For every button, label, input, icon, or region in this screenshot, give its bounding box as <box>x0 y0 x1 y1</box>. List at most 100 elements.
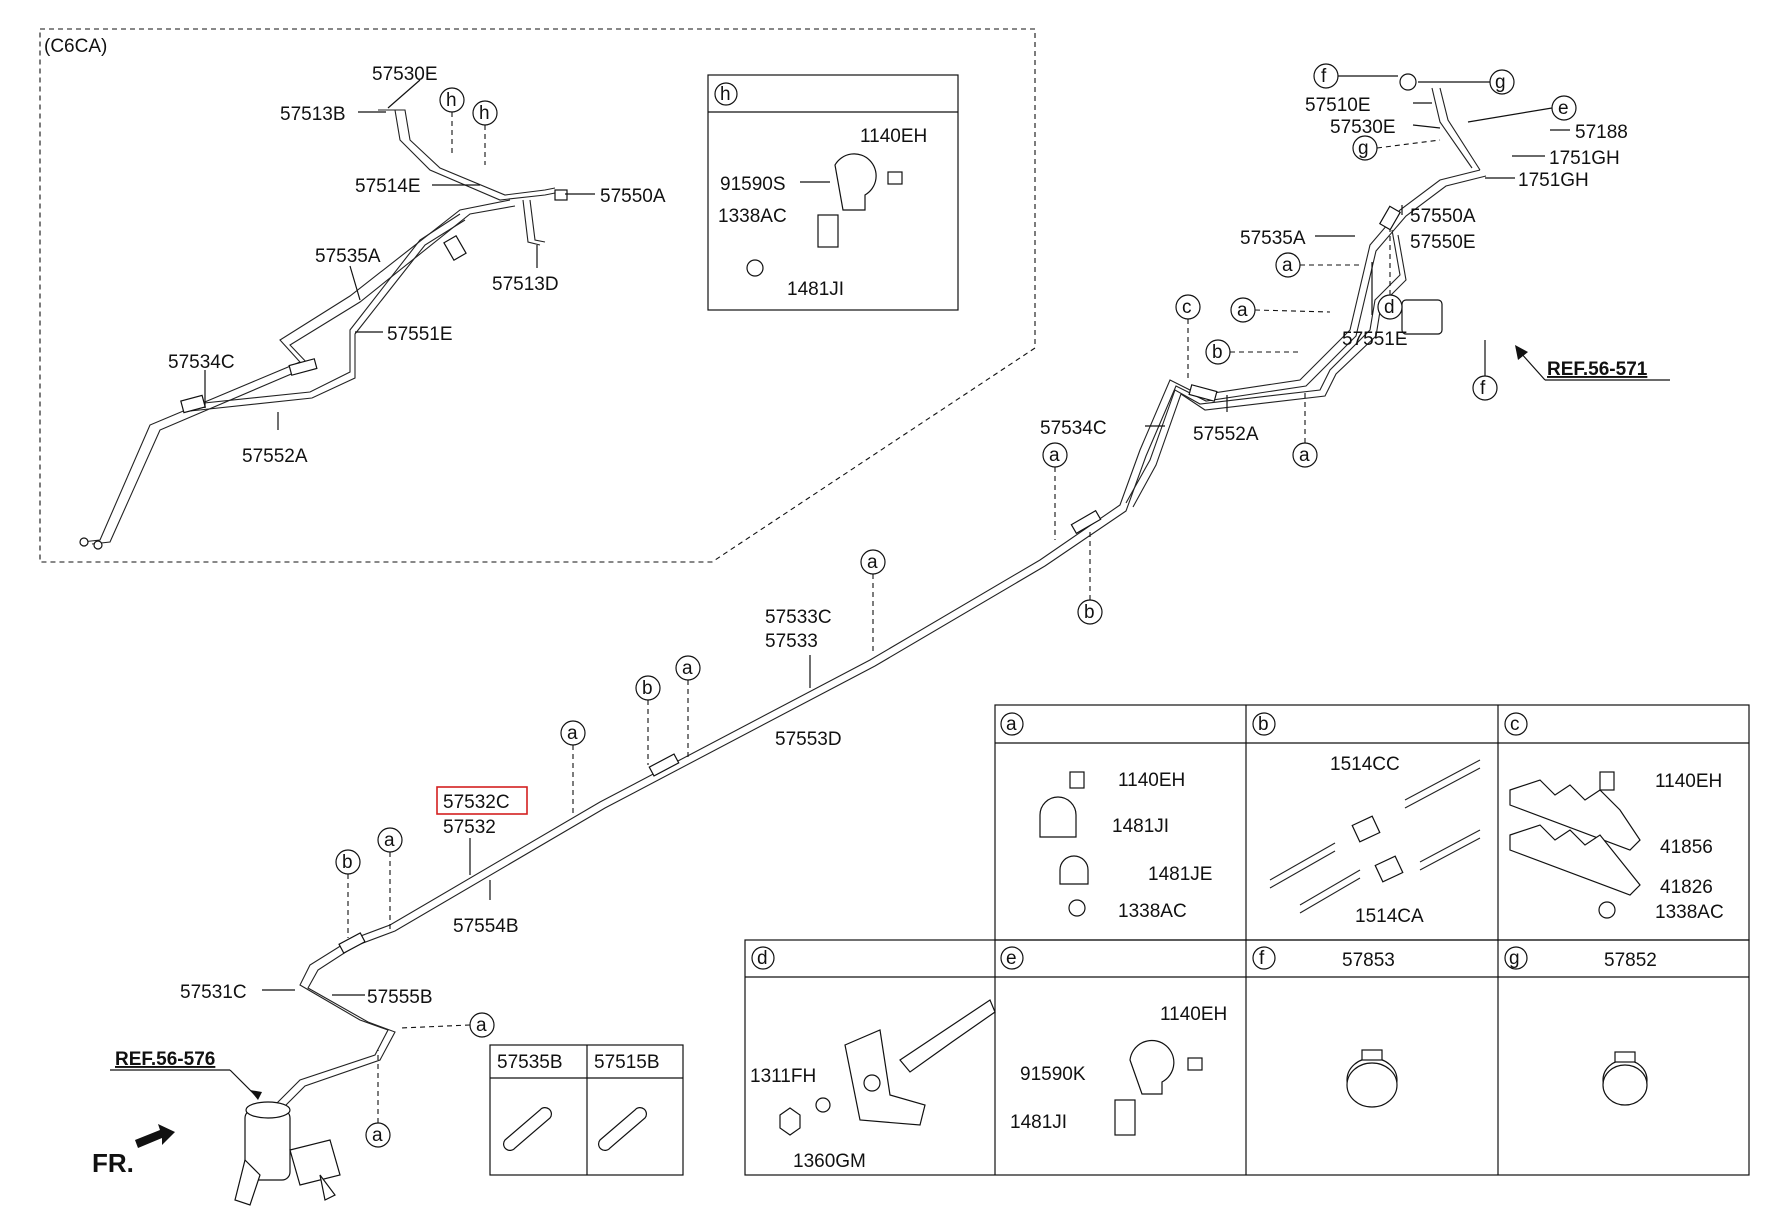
front-label: FR. <box>92 1148 134 1178</box>
detail-e-part-1140EH: 1140EH <box>1160 1004 1227 1025</box>
detail-a-letter: a <box>1006 714 1017 735</box>
fitting-icon <box>899 999 996 1073</box>
callout-57531C: 57531C <box>180 982 247 1003</box>
marker-g-2: g <box>1358 138 1369 159</box>
detail-c-part-41826: 41826 <box>1660 877 1713 898</box>
highlight-box-57532C <box>436 786 528 815</box>
detail-c-part-1338AC: 1338AC <box>1655 902 1724 923</box>
callout-57535A: 57535A <box>1240 228 1306 249</box>
inset-clips <box>79 189 568 550</box>
detail-a-part-1140EH: 1140EH <box>1118 770 1185 791</box>
inset-variant-label: (C6CA) <box>44 36 107 57</box>
fitting-icon <box>1374 855 1404 883</box>
clamp-icon <box>1059 855 1089 885</box>
inset-pipes <box>81 109 556 545</box>
ref-arrow-icon <box>250 1090 262 1100</box>
marker-b-3: b <box>642 678 653 699</box>
ref-56-571: REF.56-571 <box>1547 359 1648 380</box>
callout-57550A-inset: 57550A <box>600 186 666 207</box>
detail-h-part-91590S: 91590S <box>720 174 786 195</box>
clamp-icon <box>1129 1039 1175 1095</box>
callout-57551E: 57551E <box>1342 329 1408 350</box>
callout-57552A: 57552A <box>1193 424 1259 445</box>
main-markers: f g e g a a d c b a f a b a b a a a b <box>335 63 1577 1148</box>
callout-57514E-inset: 57514E <box>355 176 421 197</box>
clip-lower-icon <box>1509 824 1641 896</box>
callout-57532: 57532 <box>443 817 496 838</box>
callout-57535A-inset: 57535A <box>315 246 381 267</box>
callout-57552A-inset: 57552A <box>242 446 308 467</box>
bolt-icon <box>887 171 903 185</box>
nut-icon <box>1068 899 1086 917</box>
callout-57530E-inset: 57530E <box>372 64 438 85</box>
hose-icon <box>598 1107 647 1151</box>
marker-b-4: b <box>342 852 353 873</box>
detail-c-part-41856: 41856 <box>1660 837 1713 858</box>
bolt-icon <box>1187 1057 1203 1071</box>
filter-block <box>1401 299 1443 335</box>
marker-h-2: h <box>479 103 490 124</box>
detail-b-letter: b <box>1258 714 1269 735</box>
detail-a-part-1481JI: 1481JI <box>1112 816 1169 837</box>
hose-box: 57535B 57515B <box>489 1044 684 1176</box>
callout-57532C: 57532C <box>443 792 510 813</box>
marker-f-2: f <box>1480 378 1486 399</box>
main-callouts: 57510E 57530E 57188 1751GH 1751GH 57550A… <box>180 95 1628 1008</box>
detail-e-part-91590K: 91590K <box>1020 1064 1086 1085</box>
marker-a-2: a <box>1237 300 1248 321</box>
hose-57535B: 57535B <box>497 1052 563 1073</box>
callout-57510E: 57510E <box>1305 95 1371 116</box>
marker-f-1: f <box>1321 66 1327 87</box>
callout-57188: 57188 <box>1575 122 1628 143</box>
hose-icon <box>503 1107 552 1151</box>
detail-a-part-1338AC: 1338AC <box>1118 901 1187 922</box>
marker-a-3: a <box>1299 445 1310 466</box>
detail-d-part-1311FH: 1311FH <box>750 1066 816 1087</box>
marker-b-1: b <box>1212 342 1223 363</box>
detail-f-part-57853: 57853 <box>1342 950 1395 971</box>
nut-icon <box>1598 901 1616 919</box>
detail-d-part-1360GM: 1360GM <box>793 1151 866 1172</box>
callout-57550A: 57550A <box>1410 206 1476 227</box>
nut-icon <box>746 259 764 277</box>
detail-e-part-1481JI: 1481JI <box>1010 1112 1067 1133</box>
detail-c-part-1140EH: 1140EH <box>1655 771 1722 792</box>
detail-box-h: h 1140EH 91590S 1338AC 1481JI <box>707 74 959 311</box>
detail-c-letter: c <box>1510 714 1520 735</box>
reference-labels: REF.56-571 REF.56-576 FR. <box>92 345 1670 1178</box>
inset-c6ca: (C6CA) 57530E 57513B 57514E 57550A <box>39 28 1036 563</box>
callout-57553D: 57553D <box>775 729 842 750</box>
detail-h-part-1140EH: 1140EH <box>860 126 927 147</box>
callout-57533C: 57533C <box>765 607 832 628</box>
callout-1751GH-a: 1751GH <box>1549 148 1620 169</box>
marker-c: c <box>1182 297 1192 318</box>
detail-e-letter: e <box>1006 948 1017 969</box>
filler-cap <box>1399 73 1417 91</box>
nut-icon <box>779 1107 801 1136</box>
detail-h-letter: h <box>720 84 731 105</box>
detail-grid-abc: a b c 1140EH 1481JI 1481JE 1338AC 1514CC… <box>994 704 1750 941</box>
bracket-icon <box>1114 1099 1136 1136</box>
marker-a-4: a <box>1049 445 1060 466</box>
marker-a-5: a <box>867 552 878 573</box>
marker-e: e <box>1558 98 1569 119</box>
callout-57534C: 57534C <box>1040 418 1107 439</box>
bracket-icon <box>844 1029 926 1126</box>
callout-57555B: 57555B <box>367 987 433 1008</box>
marker-a-6: a <box>682 658 693 679</box>
detail-h-part-1338AC: 1338AC <box>718 206 787 227</box>
detail-b-part-1514CA: 1514CA <box>1355 906 1424 927</box>
washer-icon <box>815 1097 831 1113</box>
callout-57530E: 57530E <box>1330 117 1396 138</box>
marker-a-10: a <box>372 1125 383 1146</box>
callout-57550E: 57550E <box>1410 232 1476 253</box>
detail-g-part-57852: 57852 <box>1604 950 1657 971</box>
bracket-icon <box>817 214 839 248</box>
marker-h-1: h <box>446 90 457 111</box>
marker-a-8: a <box>384 830 395 851</box>
marker-g-1: g <box>1495 72 1506 93</box>
main-clips <box>338 73 1443 954</box>
detail-a-part-1481JE: 1481JE <box>1148 864 1212 885</box>
callout-57513D-inset: 57513D <box>492 274 559 295</box>
